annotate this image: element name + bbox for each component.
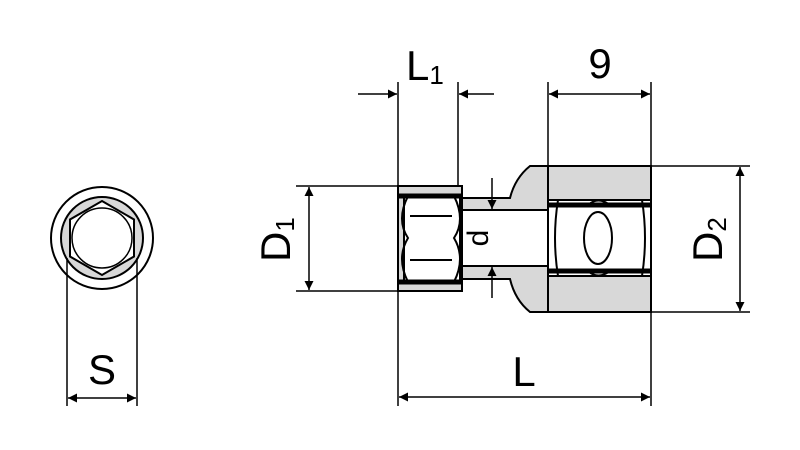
l-label: L: [512, 348, 535, 395]
hex-socket-cavity: [403, 195, 461, 283]
dimension-d1: D1: [252, 185, 398, 292]
d1-label: D1: [252, 217, 300, 262]
end-view-bore-circle: [71, 207, 133, 269]
dimension-nine: 9: [547, 40, 652, 166]
l1-subscript: 1: [429, 60, 443, 90]
detent-bottom-arc: [587, 270, 611, 277]
d2-main: D: [684, 232, 731, 262]
d1-main: D: [252, 232, 299, 262]
detent-top-arc: [587, 199, 611, 206]
d1-subscript: 1: [270, 217, 300, 231]
l1-main: L: [406, 42, 429, 89]
end-view-outer-circle: [50, 186, 154, 290]
hex-socket-left-flute: [401, 195, 410, 283]
l1-label: L1: [406, 42, 444, 90]
dimension-l: L: [397, 291, 652, 406]
d2-subscript: 2: [702, 217, 732, 231]
hex-opening: [69, 199, 135, 277]
detent-hole: [583, 211, 613, 265]
cavity-curve-left: [554, 199, 559, 277]
dimension-l1: L1: [358, 42, 494, 186]
dimension-small-d: d: [462, 178, 497, 298]
s-label: S: [88, 346, 116, 393]
nine-label: 9: [588, 40, 611, 87]
dimension-d2: D2: [651, 165, 750, 313]
hex-socket-right-flute: [452, 195, 461, 283]
d-label: d: [462, 230, 495, 247]
side-view: [397, 165, 652, 313]
end-view: S: [50, 186, 154, 406]
d2-label: D2: [684, 217, 732, 262]
cavity-curve-right: [641, 199, 646, 277]
